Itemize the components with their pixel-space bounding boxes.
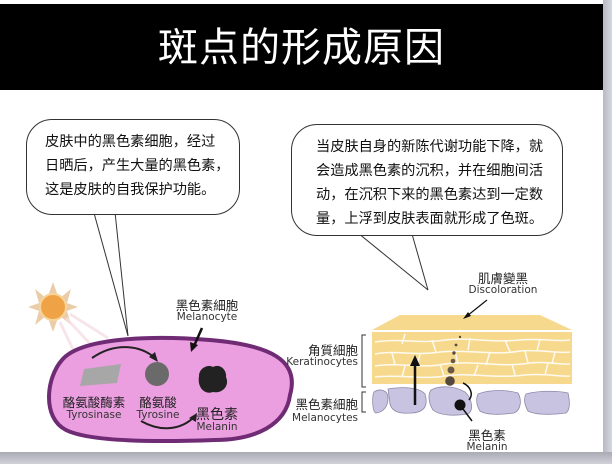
keratinocytes-label-zh: 角質細胞 xyxy=(307,343,358,358)
bubble1-tail xyxy=(93,211,129,337)
sun-icon xyxy=(28,282,109,361)
bubble-left-line-2: 日晒后，产生大量的黑色素， xyxy=(45,158,230,174)
skin-layers xyxy=(361,299,572,422)
tyrosinase-label-en: Tyrosinase xyxy=(66,409,122,421)
bubble-right-line-3: 动，在沉积下来的黑色素达到一定数 xyxy=(316,187,544,203)
speech-bubble-left: 皮肤中的黑色素细胞，经过 日晒后，产生大量的黑色素， 这是皮肤的自我保护功能。 xyxy=(26,119,240,215)
bubble-left-line-1: 皮肤中的黑色素细胞，经过 xyxy=(45,134,216,150)
window-edge-right xyxy=(603,0,612,464)
tyrosine-label-en: Tyrosine xyxy=(136,409,180,421)
speech-bubble-right: 当皮肤自身的新陈代谢功能下降，就 会造成黑色素的沉积，并在细胞间活 动，在沉积下… xyxy=(291,124,563,236)
slide-title: 斑点的形成原因 xyxy=(158,25,445,71)
tyrosine-label-zh: 酪氨酸 xyxy=(139,395,177,410)
bubble-right-line-1: 当皮肤自身的新陈代谢功能下降，就 xyxy=(316,139,544,155)
keratinocytes-label-en: Keratinocytes xyxy=(286,356,358,368)
bubble-left-line-3: 这是皮肤的自我保护功能。 xyxy=(45,182,216,198)
melanocyte-cell xyxy=(47,327,294,443)
melanocytes-label-en: Melanocytes xyxy=(292,412,358,424)
melanin-label-zh-left: 黑色素 xyxy=(196,407,238,423)
melanocyte-label-zh: 黑色素細胞 xyxy=(175,298,239,313)
diagram-graphics xyxy=(28,211,572,443)
melanin-label-zh-right: 黑色素 xyxy=(468,428,506,443)
melanocytes-label-zh: 黑色素細胞 xyxy=(295,397,358,412)
melanin-label-en-right: Melanin xyxy=(466,441,508,452)
title-bar: 斑点的形成原因 xyxy=(0,4,603,90)
melanocyte-label-en: Melanocyte xyxy=(176,311,238,323)
bubble2-tail xyxy=(357,232,429,291)
bubble-right-line-2: 会造成黑色素的沉积，并在细胞间活 xyxy=(316,163,544,179)
tyrosinase-label-zh: 酪氨酸酶素 xyxy=(62,395,126,410)
bubble-right-line-4: 量，上浮到皮肤表面就形成了色斑。 xyxy=(316,211,544,227)
discoloration-label-en: Discoloration xyxy=(468,284,538,296)
discoloration-label-zh: 肌膚變黑 xyxy=(477,271,528,286)
window-edge-bottom xyxy=(0,452,612,464)
melanin-label-en-left: Melanin xyxy=(196,421,238,433)
slide: 斑点的形成原因 xyxy=(0,0,603,452)
